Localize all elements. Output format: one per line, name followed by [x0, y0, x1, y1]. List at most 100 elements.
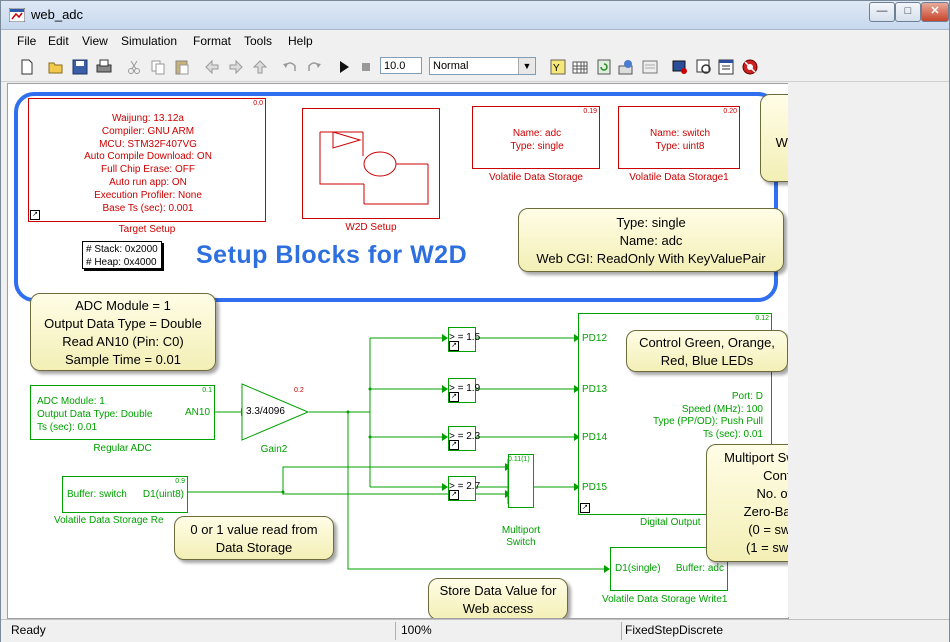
heap-text: # Heap: 0x4000 — [86, 257, 157, 268]
callout-line: Zero-Based Indexing — [743, 504, 788, 519]
redo-icon[interactable] — [305, 58, 323, 76]
close-button[interactable]: ✕ — [921, 2, 949, 22]
callout-leds: Control Green, Orange, Red, Blue LEDs — [626, 330, 788, 372]
status-ready: Ready — [11, 623, 46, 637]
compare-block[interactable]: > = 1.9↗ — [448, 378, 480, 403]
stack-heap-annotation[interactable]: # Stack: 0x2000 # Heap: 0x4000 — [82, 241, 162, 269]
explorer-icon[interactable] — [695, 58, 713, 76]
compare-block[interactable]: > = 1.5↗ — [448, 327, 480, 352]
stop-time-input[interactable]: 10.0 — [380, 57, 422, 74]
link-icon: ↗ — [30, 210, 40, 220]
menu-view[interactable]: View — [82, 34, 108, 48]
cut-icon[interactable] — [125, 58, 143, 76]
debug-icon[interactable] — [641, 58, 659, 76]
callout-line: Store Data Value for — [439, 583, 557, 598]
copy-icon[interactable] — [149, 58, 167, 76]
vds-adc-label: Volatile Data Storage — [489, 172, 583, 183]
digital-output-text: Port: D Speed (MHz): 100 Type (PP/OD): P… — [653, 391, 763, 441]
vds-write-right: Buffer: adc — [675, 563, 724, 574]
callout-adc-type: Type: single Name: adc Web CGI: ReadOnly… — [518, 208, 784, 272]
multiport-label-line: Multiport — [501, 525, 541, 536]
title-bar[interactable]: web_adc — □ ✕ — [1, 1, 949, 30]
block-id: 0.19 — [583, 108, 597, 115]
simulation-mode-select[interactable]: Normal ▼ — [429, 57, 536, 75]
block-id: 0.2 — [294, 387, 304, 394]
model-advisor-icon[interactable]: Y — [549, 58, 567, 76]
target-icon[interactable] — [741, 58, 759, 76]
refresh-icon[interactable] — [595, 58, 613, 76]
callout-line: Data Storage — [215, 540, 293, 555]
target-setup-line: Waijung: 13.12a — [112, 113, 184, 124]
target-setup-line: Execution Profiler: None — [94, 189, 202, 201]
chevron-down-icon[interactable]: ▼ — [518, 58, 535, 74]
regular-adc-block[interactable]: ADC Module: 1 Output Data Type: Double T… — [30, 385, 215, 440]
callout-line: KeyValuePair — [761, 152, 788, 170]
adc-port-label: AN10 — [184, 407, 210, 418]
multiport-switch-block[interactable] — [508, 454, 534, 508]
volatile-data-storage-switch-block[interactable]: Name: switch Type: uint8 0.20 — [618, 106, 740, 169]
target-setup-text: Waijung: 13.12a Compiler: GNU ARM MCU: S… — [29, 113, 267, 215]
up-icon[interactable] — [251, 58, 269, 76]
callout-line: Type: single — [616, 215, 686, 230]
vds-switch-text: Name: switch Type: uint8 — [619, 127, 741, 153]
target-setup-line: Base Ts (sec): 0.001 — [102, 202, 194, 214]
library-icon[interactable] — [617, 58, 635, 76]
regular-adc-line: ADC Module: 1 — [37, 396, 105, 407]
print-icon[interactable] — [95, 58, 113, 76]
build-icon[interactable] — [671, 58, 689, 76]
menu-edit[interactable]: Edit — [48, 34, 69, 48]
block-id: 0.9 — [175, 478, 185, 485]
link-icon: ↗ — [449, 341, 459, 351]
model-canvas[interactable]: Waijung: 13.12a Compiler: GNU ARM MCU: S… — [7, 83, 789, 619]
volatile-data-storage-read-block[interactable]: Buffer: switch D1(uint8) 0.9 — [62, 476, 188, 513]
target-setup-line: Compiler: GNU ARM — [101, 125, 195, 137]
link-icon: ↗ — [449, 440, 459, 450]
menu-simulation[interactable]: Simulation — [121, 34, 178, 48]
callout-line: Name: adc — [619, 233, 683, 248]
callout-line: Web CGI: Write/Read With — [775, 135, 788, 150]
play-icon[interactable] — [335, 58, 353, 76]
port-label: PD15 — [582, 482, 608, 493]
grid-icon[interactable] — [571, 58, 589, 76]
target-setup-line: Auto Compile Download: ON — [84, 151, 212, 163]
menu-tools[interactable]: Tools — [244, 34, 273, 48]
back-icon[interactable] — [203, 58, 221, 76]
vds-adc-text: Name: adc Type: single — [473, 127, 601, 153]
menu-help[interactable]: Help — [288, 34, 313, 48]
compare-block[interactable]: > = 2.3↗ — [448, 426, 480, 451]
vds-read-label: Volatile Data Storage Re — [54, 515, 164, 526]
undo-icon[interactable] — [281, 58, 299, 76]
callout-line: Output Data Type = Double — [44, 316, 202, 331]
compare-text: > = 2.7 — [449, 481, 481, 492]
vds-read-left: Buffer: switch — [67, 489, 127, 500]
callout-line: Type: uint8 — [761, 98, 788, 116]
callout-line: Web CGI: ReadOnly With KeyValuePair — [536, 251, 766, 266]
stop-icon[interactable] — [357, 58, 375, 76]
w2d-setup-label: W2D Setup — [345, 222, 397, 233]
paste-icon[interactable] — [173, 58, 191, 76]
new-icon[interactable] — [18, 58, 36, 76]
digital-output-line: Port: D — [731, 391, 763, 402]
minimize-button[interactable]: — — [869, 2, 895, 22]
maximize-button[interactable]: □ — [895, 2, 921, 22]
open-icon[interactable] — [47, 58, 65, 76]
save-icon[interactable] — [71, 58, 89, 76]
callout-line: Control Green, Orange, — [639, 335, 775, 350]
link-icon: ↗ — [449, 392, 459, 402]
multiport-switch-label: Multiport Switch — [493, 525, 549, 549]
target-setup-line: Full Chip Erase: OFF — [101, 164, 195, 176]
callout-switch-type: Type: uint8 Name: switch Web CGI: Write/… — [760, 94, 788, 182]
vds-switch-label: Volatile Data Storage1 — [629, 172, 729, 183]
vertical-scrollbar[interactable] — [788, 83, 802, 617]
regular-adc-label: Regular ADC — [93, 443, 152, 454]
target-setup-block[interactable]: Waijung: 13.12a Compiler: GNU ARM MCU: S… — [28, 98, 266, 222]
compare-block[interactable]: > = 2.7↗ — [448, 476, 480, 501]
callout-line: Red, Blue LEDs — [660, 353, 754, 368]
config-icon[interactable] — [717, 58, 735, 76]
w2d-setup-block[interactable] — [302, 108, 440, 219]
volatile-data-storage-adc-block[interactable]: Name: adc Type: single 0.19 — [472, 106, 600, 169]
digital-output-label: Digital Output — [640, 517, 701, 528]
menu-format[interactable]: Format — [193, 34, 232, 48]
forward-icon[interactable] — [227, 58, 245, 76]
menu-file[interactable]: File — [17, 34, 37, 48]
